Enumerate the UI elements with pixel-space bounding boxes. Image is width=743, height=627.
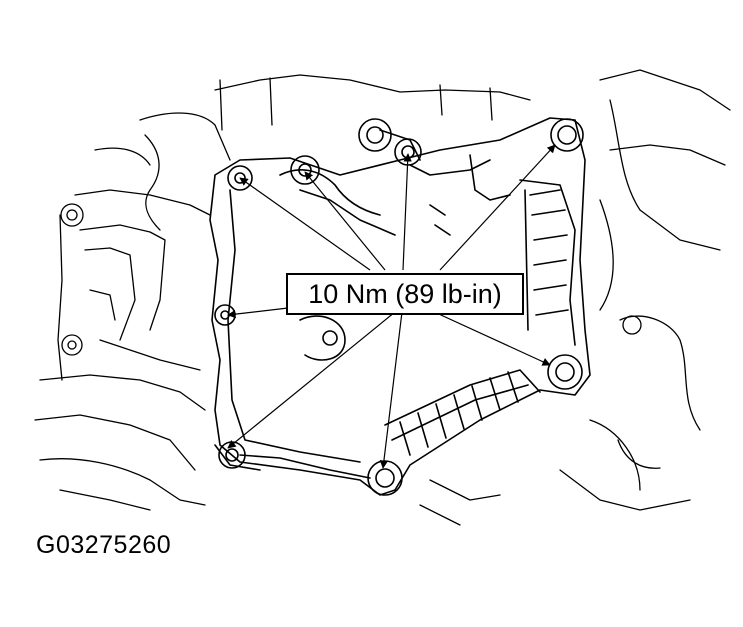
arrow-to-top-center-bolt (402, 153, 412, 271)
arrow-to-left-bolt (227, 307, 289, 319)
arrow-to-upper-left-bolt-2 (304, 171, 386, 271)
arrow-to-upper-left-bolt (239, 177, 371, 271)
cover-plate (209, 117, 591, 496)
torque-callout-arrows (227, 144, 556, 469)
figure-id-label: G03275260 (36, 531, 172, 559)
background-engine-sketch (34, 69, 731, 526)
arrow-to-top-right-bolt (439, 144, 556, 271)
torque-spec-callout: 10 Nm (89 lb-in) (286, 273, 524, 315)
arrow-to-lower-left-bolt (227, 311, 396, 449)
arrow-to-bottom-bolt (379, 311, 403, 469)
arrow-to-right-lower-bolt (429, 309, 551, 366)
